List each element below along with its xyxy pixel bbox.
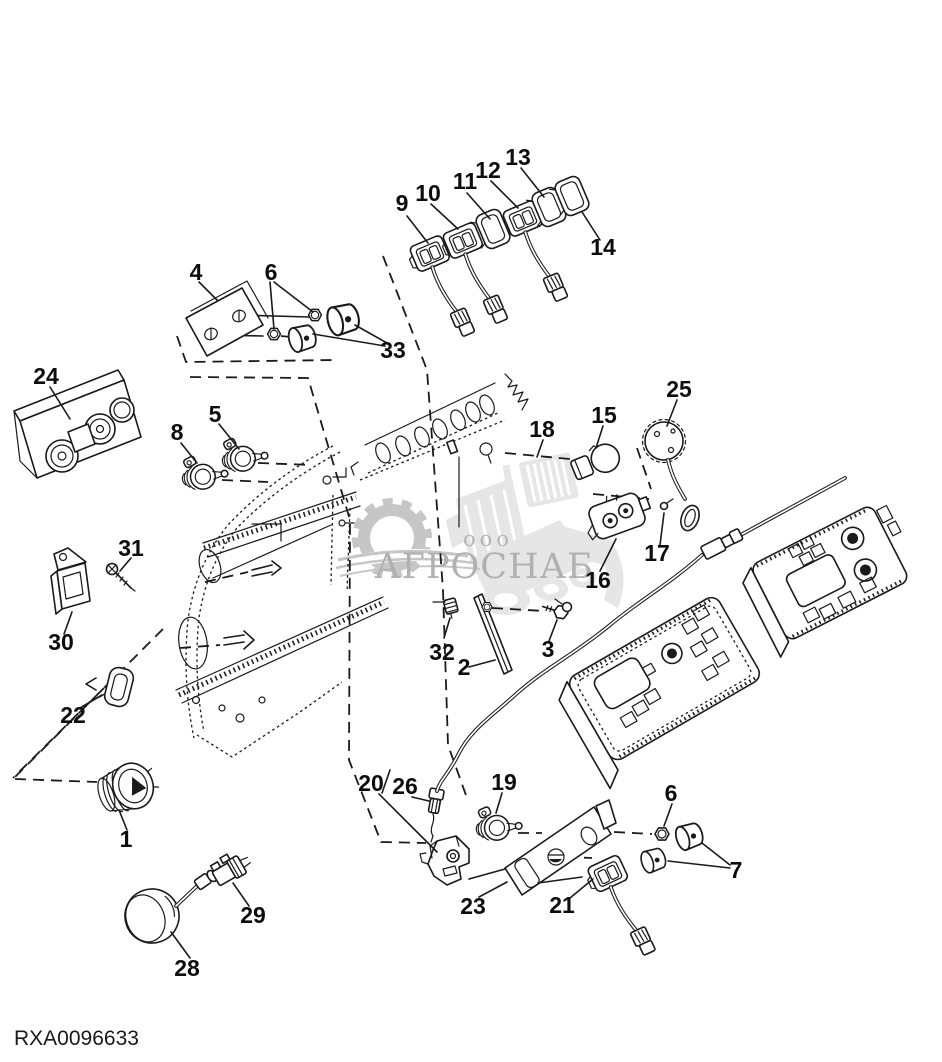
callout-32: 32 — [429, 639, 455, 665]
callout-3: 3 — [542, 636, 555, 662]
panel-oval-cutouts — [375, 394, 495, 464]
part-5-switch — [218, 432, 271, 475]
watermark-logo: ооо АГРОСНАБ — [335, 452, 624, 615]
part-32-clip — [432, 597, 459, 619]
callout-23: 23 — [460, 893, 486, 919]
callout-18: 18 — [529, 416, 555, 442]
callout-9: 9 — [396, 190, 409, 216]
part-26-wire — [427, 787, 445, 843]
callout-14: 14 — [590, 234, 616, 260]
callout-25: 25 — [666, 376, 692, 402]
panel-fastener — [554, 598, 573, 613]
projection-lines — [12, 255, 653, 859]
callout-4: 4 — [190, 259, 203, 285]
part-7-knob-a — [672, 819, 707, 853]
callout-26: 26 — [392, 773, 418, 799]
callout-21: 21 — [549, 892, 575, 918]
part-6-nut-bottom — [654, 827, 670, 841]
callout-28: 28 — [174, 955, 200, 981]
callout-11: 11 — [453, 168, 478, 194]
swoosh — [335, 549, 481, 577]
watermark-prefix: ооо — [463, 527, 513, 551]
part-30-relay — [50, 547, 91, 615]
part-22-grommet — [98, 666, 135, 708]
part-4-plate — [185, 280, 269, 357]
callout-7: 7 — [730, 857, 743, 883]
part-6-nut-top-a — [266, 327, 282, 341]
part-23-plate — [504, 799, 617, 896]
dash-panel-outline — [175, 373, 529, 758]
antenna-cable — [435, 476, 847, 793]
part-2-rod — [473, 593, 513, 675]
callout-16: 16 — [585, 567, 611, 593]
part-17-pin — [659, 498, 674, 511]
callout-31: 31 — [118, 535, 144, 561]
part-15-sensor — [570, 443, 621, 481]
callout-6: 6 — [665, 780, 678, 806]
callout-20: 20 — [358, 770, 384, 796]
part-16-connector — [587, 492, 652, 541]
part-19-switch — [473, 802, 524, 843]
control-panel-right — [742, 504, 908, 658]
watermark-name: АГРОСНАБ — [374, 547, 593, 587]
tractor-silhouette — [446, 452, 624, 615]
callout-15: 15 — [591, 402, 617, 428]
leader-lines — [49, 167, 731, 959]
callout-2: 2 — [458, 654, 471, 680]
callout-33: 33 — [380, 337, 406, 363]
part-33-knob-b — [323, 300, 363, 339]
part-24-climate-control — [13, 369, 142, 479]
part-7-knob-b — [637, 845, 669, 876]
part-28-knob — [124, 869, 218, 944]
callout-19: 19 — [491, 769, 517, 795]
leader-aux — [468, 868, 583, 884]
part-8-switch — [178, 450, 231, 493]
callout-22: 22 — [60, 702, 86, 728]
callout-12: 12 — [475, 157, 501, 183]
callout-10: 10 — [415, 180, 441, 206]
callout-1: 1 — [120, 826, 133, 852]
part-31-screw — [105, 562, 136, 592]
figure-code: RXA0096633 — [14, 1027, 139, 1050]
callout-29: 29 — [240, 902, 266, 928]
callout-8: 8 — [171, 419, 184, 445]
part-25-cap — [641, 418, 700, 532]
part-1-socket — [97, 762, 160, 813]
callout-13: 13 — [505, 144, 531, 170]
part-29-connector — [209, 853, 251, 886]
callout-17: 17 — [644, 540, 670, 566]
callout-6: 6 — [265, 259, 278, 285]
callout-5: 5 — [209, 401, 222, 427]
control-panel-left — [558, 596, 761, 790]
callout-24: 24 — [33, 363, 59, 389]
callout-30: 30 — [48, 629, 74, 655]
part-33-knob-a — [285, 321, 320, 355]
